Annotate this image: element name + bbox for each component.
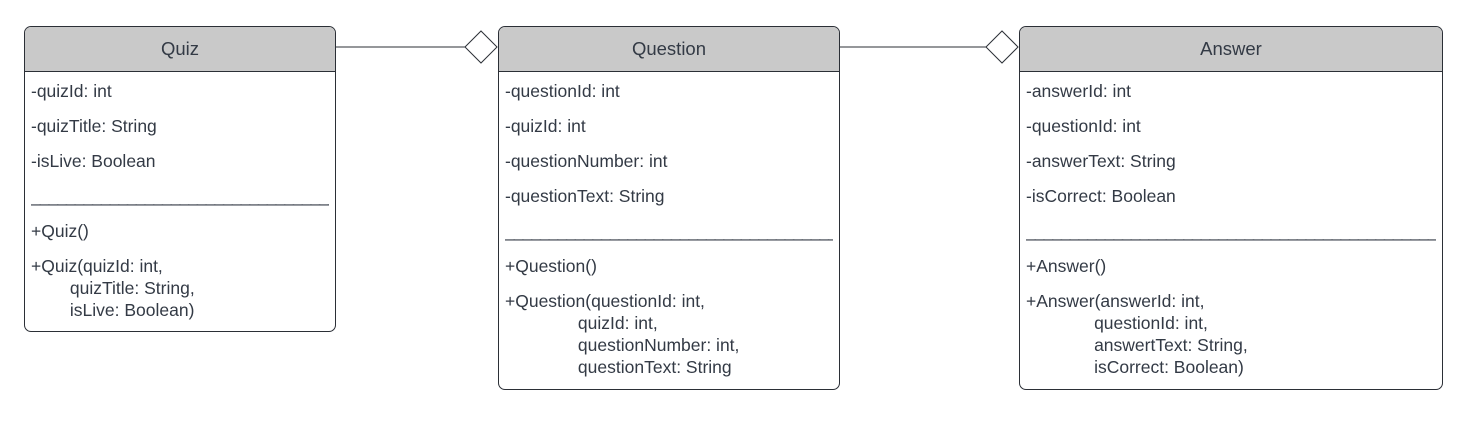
attribute: -questionId: int [505, 81, 620, 101]
method: +Answer(answerId: int, questionId: int, … [1026, 291, 1248, 377]
question-answer-aggregation [840, 30, 1019, 64]
method: +Quiz(quizId: int, quizTitle: String, is… [31, 256, 195, 320]
compartment-separator: ______________________________________ [505, 221, 833, 241]
attribute: -isLive: Boolean [31, 151, 156, 171]
class-name: Answer [1020, 27, 1442, 72]
attribute: -questionText: String [505, 186, 665, 206]
aggregation-diamond [464, 30, 498, 64]
class-name: Question [499, 27, 839, 72]
attribute: -questionId: int [1026, 116, 1141, 136]
compartment-separator: ___________________________________ [31, 186, 329, 206]
class-name: Quiz [25, 27, 335, 72]
quiz-question-aggregation [336, 30, 498, 64]
class-question[interactable]: Question -questionId: int -quizId: int -… [498, 26, 840, 390]
aggregation-diamond [985, 30, 1019, 64]
method: +Answer() [1026, 256, 1107, 276]
compartment-separator: ________________________________________… [1026, 221, 1436, 241]
attribute: -questionNumber: int [505, 151, 668, 171]
attribute: -answerId: int [1026, 81, 1132, 101]
method: +Question() [505, 256, 597, 276]
method: +Question(questionId: int, quizId: int, … [505, 291, 740, 377]
attribute: -isCorrect: Boolean [1026, 186, 1176, 206]
class-quiz[interactable]: Quiz -quizId: int -quizTitle: String -is… [24, 26, 336, 332]
method: +Quiz() [31, 221, 89, 241]
attribute: -answerText: String [1026, 151, 1176, 171]
attribute: -quizId: int [505, 116, 586, 136]
class-answer[interactable]: Answer -answerId: int -questionId: int -… [1019, 26, 1443, 390]
attribute: -quizId: int [31, 81, 112, 101]
attribute: -quizTitle: String [31, 116, 157, 136]
